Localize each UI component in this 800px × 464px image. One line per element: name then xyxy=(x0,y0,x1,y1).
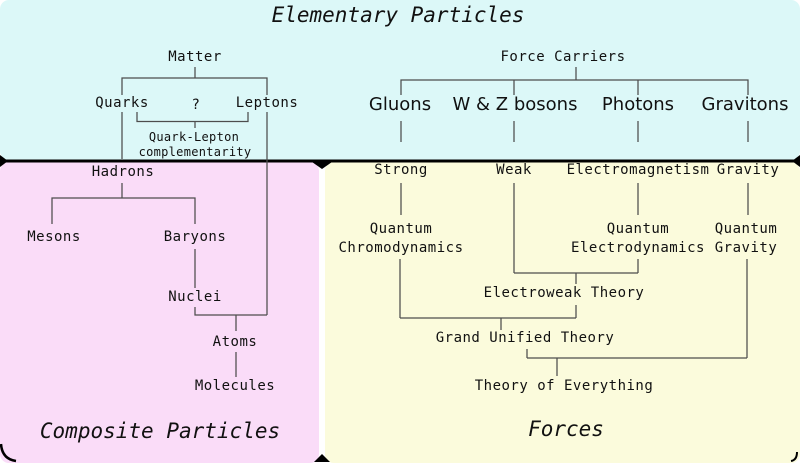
title-composite-particles: Composite Particles xyxy=(39,419,281,443)
node-mesons: Mesons xyxy=(27,229,81,245)
qcd-line2: Chromodynamics xyxy=(338,240,464,256)
node-atoms: Atoms xyxy=(212,334,258,350)
quark-lepton-note-line2: complementarity xyxy=(138,145,252,159)
qed-line1: Quantum xyxy=(606,221,670,237)
node-wz-bosons: W & Z bosons xyxy=(452,94,578,115)
node-gravitons: Gravitons xyxy=(701,94,789,115)
node-grand-unified-theory: Grand Unified Theory xyxy=(435,330,615,346)
node-electroweak-theory: Electroweak Theory xyxy=(483,285,645,301)
node-photons: Photons xyxy=(601,94,675,115)
node-hadrons: Hadrons xyxy=(91,164,155,180)
qcd-line1: Quantum xyxy=(369,221,433,237)
node-matter: Matter xyxy=(168,49,222,65)
node-gravity: Gravity xyxy=(716,162,780,178)
quantum-gravity-line1: Quantum xyxy=(714,221,778,237)
title-forces: Forces xyxy=(528,417,604,441)
quantum-gravity-line2: Gravity xyxy=(714,240,778,256)
node-nuclei: Nuclei xyxy=(168,289,222,305)
node-molecules: Molecules xyxy=(194,378,276,394)
qed-line2: Electrodynamics xyxy=(571,240,705,256)
node-electromagnetism: Electromagnetism xyxy=(566,162,710,178)
node-quantum-electrodynamics: Quantum Electrodynamics xyxy=(571,220,705,258)
node-leptons: Leptons xyxy=(235,95,299,111)
node-quarks: Quarks xyxy=(95,95,149,111)
node-force-carriers: Force Carriers xyxy=(500,49,626,65)
region-composite-particles xyxy=(0,162,319,463)
node-theory-of-everything: Theory of Everything xyxy=(474,378,654,394)
node-weak: Weak xyxy=(496,162,532,178)
node-strong: Strong xyxy=(374,162,428,178)
node-quantum-chromodynamics: Quantum Chromodynamics xyxy=(338,220,463,258)
node-gluons: Gluons xyxy=(368,94,432,115)
node-baryons: Baryons xyxy=(163,229,227,245)
title-elementary-particles: Elementary Particles xyxy=(271,3,525,27)
quark-lepton-note-line1: Quark-Lepton xyxy=(148,130,240,144)
node-quantum-gravity: Quantum Gravity xyxy=(715,220,778,258)
quark-lepton-relation-question: ? xyxy=(191,97,201,113)
